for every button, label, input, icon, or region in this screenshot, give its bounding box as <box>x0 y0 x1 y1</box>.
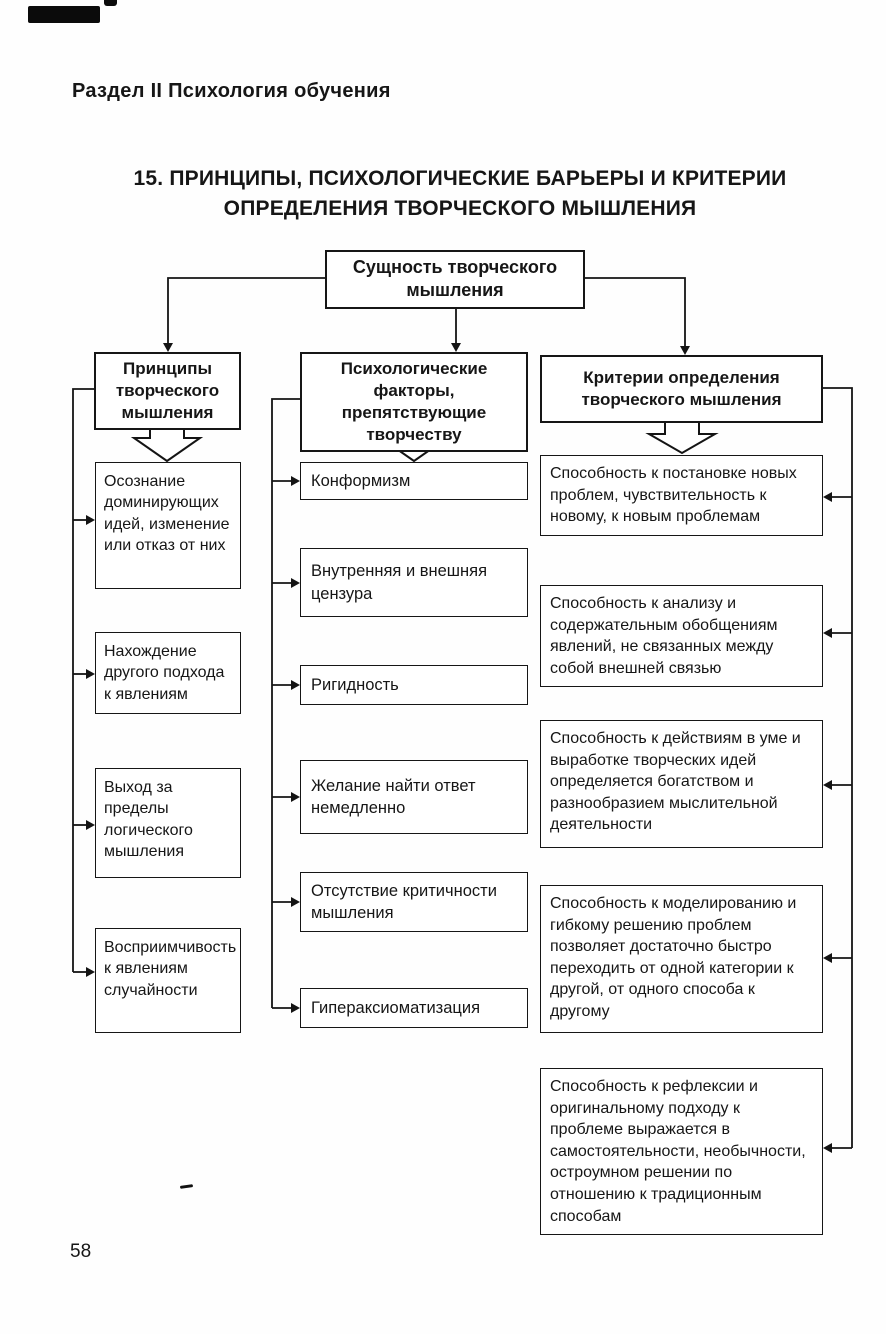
factors-item-box: Внутренняя и внешняя цензура <box>300 548 528 617</box>
criteria-header-box: Критерии определения творческого мышлени… <box>540 355 823 423</box>
section-header: Раздел II Психология обучения <box>72 80 391 102</box>
page-number: 58 <box>70 1241 92 1262</box>
criteria-item-box: Способность к постановке новых проблем, … <box>540 455 823 536</box>
scan-artifact-dot <box>104 0 117 6</box>
factors-item-box: Гипераксиоматизация <box>300 988 528 1028</box>
principles-header-box: Принципы творческого мышления <box>94 352 241 431</box>
scan-artifact-dash <box>179 1184 194 1189</box>
factors-item-box: Отсутствие критичности мышления <box>300 872 528 932</box>
factors-header-box: Психологические факторы, препятствующие … <box>300 352 528 453</box>
factors-item-box: Желание найти ответ немедленно <box>300 760 528 834</box>
factors-item-box: Ригидность <box>300 665 528 705</box>
scan-artifact-bar <box>28 6 100 23</box>
principles-item-box: Выход за пределы логического мышления <box>95 768 241 878</box>
root-box: Сущность творческого мышления <box>325 250 585 309</box>
criteria-item-box: Способность к рефлексии и оригинальному … <box>540 1068 823 1236</box>
criteria-item-box: Способность к анализу и содержательным о… <box>540 585 823 688</box>
criteria-item-box: Способность к действиям в уме и выработк… <box>540 720 823 848</box>
principles-item-box: Восприимчивость к явлениям случайности <box>95 928 241 1033</box>
chapter-title-line1: 15. ПРИНЦИПЫ, ПСИХОЛОГИЧЕСКИЕ БАРЬЕРЫ И … <box>133 167 787 190</box>
principles-item-box: Нахождение другого подхода к явлениям <box>95 632 241 715</box>
principles-item-box: Осознание доминирующих идей, изменение и… <box>95 462 241 589</box>
chapter-title: 15. ПРИНЦИПЫ, ПСИХОЛОГИЧЕСКИЕ БАРЬЕРЫ И … <box>35 164 885 224</box>
criteria-item-box: Способность к моделированию и гибкому ре… <box>540 885 823 1033</box>
chapter-title-line2: ОПРЕДЕЛЕНИЯ ТВОРЧЕСКОГО МЫШЛЕНИЯ <box>223 196 697 220</box>
factors-item-box: Конформизм <box>300 462 528 500</box>
